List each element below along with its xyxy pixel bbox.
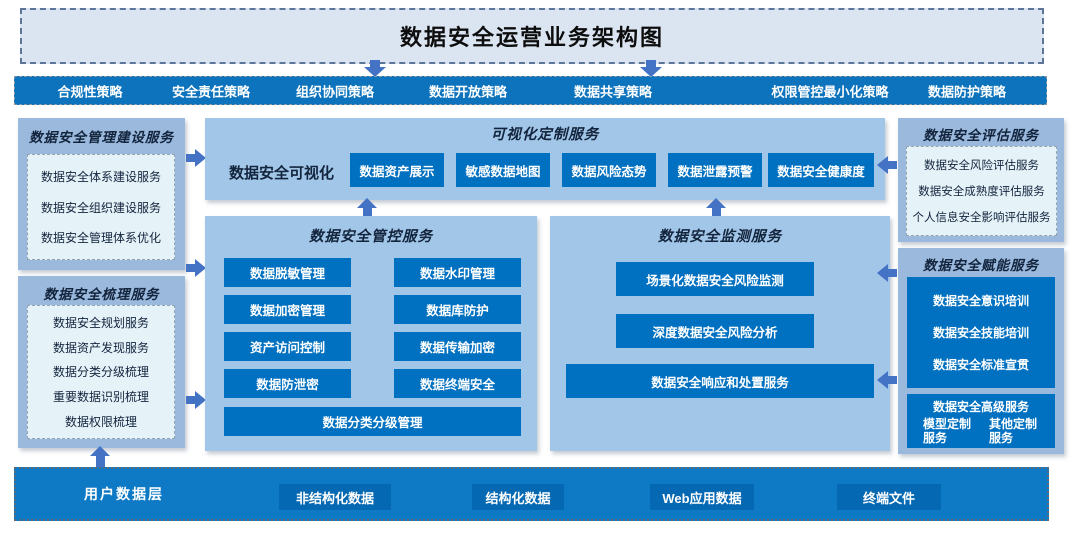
monitor-button-wide: 数据安全响应和处置服务 [566, 364, 874, 398]
data-sorting-box: 数据安全梳理服务 数据安全规划服务 数据资产发现服务 数据分类分级梳理 重要数据… [18, 276, 185, 448]
control-button: 数据水印管理 [394, 258, 521, 287]
arrow-control-to-visual [357, 198, 377, 220]
diagram-title: 数据安全运营业务架构图 [399, 25, 664, 50]
assess-services-title: 数据安全评估服务 [923, 128, 1039, 143]
list-item: 数据安全体系建设服务 [40, 170, 161, 185]
enable-training-panel: 数据安全意识培训 数据安全技能培训 数据安全标准宣贯 [907, 277, 1055, 388]
list-item: 数据资产发现服务 [52, 340, 149, 355]
policy-item: 合规性策略 [57, 84, 123, 99]
data-type-button: 结构化数据 [472, 484, 564, 510]
control-button: 数据防泄密 [224, 369, 351, 398]
control-button: 数据脱敏管理 [224, 258, 351, 287]
list-item: 模型定制服务 [923, 417, 972, 446]
policy-item: 组织协同策略 [295, 84, 375, 99]
policy-item: 权限管控最小化策略 [771, 84, 889, 99]
visual-custom-title: 可视化定制服务 [490, 127, 600, 143]
list-item: 数据安全组织建设服务 [40, 200, 161, 215]
policy-item: 数据防护策略 [927, 84, 1007, 99]
monitor-button: 场景化数据安全风险监测 [616, 262, 814, 296]
list-item: 其他定制服务 [989, 417, 1038, 446]
control-services-box: 数据安全管控服务 数据脱敏管理 数据加密管理 资产访问控制 数据防泄密 数据水印… [205, 216, 537, 451]
policy-item: 安全责任策略 [171, 84, 251, 99]
arrow-monitor-to-visual [706, 198, 726, 220]
assess-services-box: 数据安全评估服务 数据安全风险评估服务 数据安全成熟度评估服务 个人信息安全影响… [898, 118, 1064, 242]
policy-item: 数据共享策略 [573, 84, 653, 99]
visual-button: 数据资产展示 [350, 153, 444, 187]
list-item: 数据安全风险评估服务 [924, 160, 1039, 172]
policy-item: 数据开放策略 [428, 84, 508, 99]
monitor-button: 深度数据安全风险分析 [616, 314, 814, 348]
arrow-mgmt-to-visual [186, 149, 206, 167]
arrow-enable-to-monitor-top [877, 264, 897, 282]
control-button: 数据传输加密 [394, 332, 521, 361]
mgmt-construction-items: 数据安全体系建设服务 数据安全组织建设服务 数据安全管理体系优化 [27, 154, 175, 260]
arrow-sorting-to-control [186, 391, 206, 409]
policy-strategy-bar: 合规性策略 安全责任策略 组织协同策略 数据开放策略 数据共享策略 权限管控最小… [14, 76, 1047, 105]
arrow-title-to-policy-right [640, 60, 662, 77]
list-item: 个人信息安全影响评估服务 [912, 212, 1051, 224]
control-button: 数据加密管理 [224, 295, 351, 324]
data-type-button: Web应用数据 [650, 484, 754, 510]
monitor-services-box: 数据安全监测服务 场景化数据安全风险监测 深度数据安全风险分析 数据安全响应和处… [550, 216, 890, 451]
arrow-mgmt-to-control [186, 259, 206, 277]
arrow-assess-to-visual [877, 156, 897, 174]
control-button: 资产访问控制 [224, 332, 351, 361]
control-button: 数据库防护 [394, 295, 521, 324]
list-item: 数据权限梳理 [64, 415, 137, 430]
list-item: 重要数据识别梳理 [52, 390, 149, 405]
visual-button: 数据泄露预警 [668, 153, 762, 187]
enable-services-box: 数据安全赋能服务 数据安全意识培训 数据安全技能培训 数据安全标准宣贯 数据安全… [898, 248, 1064, 454]
visual-button: 数据安全健康度 [768, 153, 874, 187]
advanced-items-row: 模型定制服务 其他定制服务 [907, 417, 1055, 446]
arrow-enable-to-monitor-bottom [877, 371, 897, 389]
mgmt-construction-box: 数据安全管理建设服务 数据安全体系建设服务 数据安全组织建设服务 数据安全管理体… [18, 118, 185, 270]
enable-services-title: 数据安全赋能服务 [923, 258, 1039, 273]
diagram-title-box: 数据安全运营业务架构图 [20, 8, 1044, 64]
enable-advanced-panel: 数据安全高级服务 模型定制服务 其他定制服务 [907, 394, 1055, 448]
arrow-title-to-policy-left [364, 60, 386, 77]
list-item: 数据安全技能培训 [932, 326, 1029, 340]
advanced-header: 数据安全高级服务 [932, 400, 1029, 414]
list-item: 数据安全意识培训 [932, 294, 1029, 308]
list-item: 数据分类分级梳理 [52, 365, 149, 380]
control-services-title: 数据安全管控服务 [309, 229, 433, 245]
data-type-button: 终端文件 [837, 484, 941, 510]
list-item: 数据安全管理体系优化 [40, 230, 161, 245]
visual-button: 数据风险态势 [562, 153, 656, 187]
list-item: 数据安全规划服务 [52, 315, 149, 330]
data-type-button: 非结构化数据 [279, 484, 391, 510]
control-button-wide: 数据分类分级管理 [224, 407, 521, 436]
assess-services-items: 数据安全风险评估服务 数据安全成熟度评估服务 个人信息安全影响评估服务 [906, 146, 1057, 236]
data-sorting-items: 数据安全规划服务 数据资产发现服务 数据分类分级梳理 重要数据识别梳理 数据权限… [27, 305, 175, 439]
visual-custom-box: 可视化定制服务 数据安全可视化 数据资产展示 敏感数据地图 数据风险态势 数据泄… [205, 118, 885, 200]
user-data-layer-label: 用户数据层 [84, 486, 164, 502]
arrow-data-to-sorting [90, 446, 110, 468]
list-item: 数据安全标准宣贯 [932, 358, 1029, 372]
mgmt-construction-title: 数据安全管理建设服务 [29, 130, 174, 145]
list-item: 数据安全成熟度评估服务 [918, 186, 1045, 198]
control-button: 数据终端安全 [394, 369, 521, 398]
data-sorting-title: 数据安全梳理服务 [43, 287, 160, 302]
user-data-layer-bar: 用户数据层 非结构化数据 结构化数据 Web应用数据 终端文件 [14, 467, 1049, 521]
visual-label: 数据安全可视化 [229, 165, 335, 182]
visual-button: 敏感数据地图 [456, 153, 550, 187]
monitor-services-title: 数据安全监测服务 [658, 229, 782, 245]
